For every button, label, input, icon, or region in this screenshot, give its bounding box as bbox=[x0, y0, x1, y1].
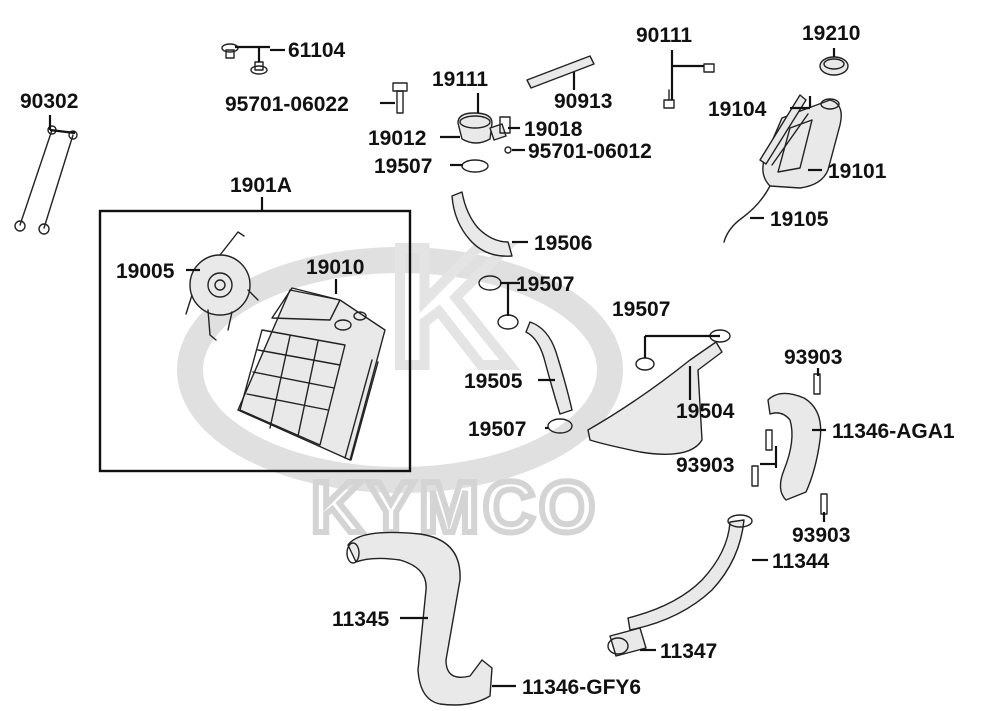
hose-drawing-19505 bbox=[525, 321, 573, 415]
reservoir-hose-drawing bbox=[723, 185, 771, 243]
thermostat-housing-drawing bbox=[457, 112, 512, 154]
part-label-19504[interactable]: 19504 bbox=[676, 400, 735, 423]
part-label-19105[interactable]: 19105 bbox=[770, 208, 829, 231]
part-label-11346-aga1[interactable]: 11346-AGA1 bbox=[832, 420, 955, 443]
pipe-drawing-11344 bbox=[627, 519, 745, 631]
part-label-19010[interactable]: 19010 bbox=[306, 256, 364, 279]
joint-drawing-11347 bbox=[607, 627, 647, 657]
part-label-19506[interactable]: 19506 bbox=[534, 232, 592, 255]
bolt-drawing-95701-06022 bbox=[392, 82, 408, 114]
screw-drawing-90111 bbox=[663, 63, 715, 109]
part-label-19101[interactable]: 19101 bbox=[828, 160, 887, 183]
watermark-brand-text: KYMCO bbox=[311, 468, 599, 548]
cooling-fan-drawing bbox=[185, 231, 259, 341]
part-label-19507-middle[interactable]: 19507 bbox=[516, 273, 574, 296]
radiator-drawing bbox=[237, 287, 386, 461]
group-label-1901a: 1901A bbox=[230, 174, 292, 197]
part-label-11344[interactable]: 11344 bbox=[772, 550, 830, 573]
part-label-95701-06022[interactable]: 95701-06022 bbox=[225, 93, 349, 116]
part-label-19507-top[interactable]: 19507 bbox=[374, 155, 432, 178]
radiator-assembly-box bbox=[98, 209, 412, 473]
hose-clamp-drawing-d bbox=[547, 418, 573, 434]
hose-drawing-11345 bbox=[347, 531, 493, 706]
part-label-11346-gfy6[interactable]: 11346-GFY6 bbox=[522, 676, 641, 699]
part-label-93903-middle[interactable]: 93903 bbox=[676, 454, 734, 477]
part-label-19507-lower[interactable]: 19507 bbox=[468, 418, 526, 441]
part-label-19005[interactable]: 19005 bbox=[116, 260, 175, 283]
strap-drawing bbox=[14, 125, 78, 235]
part-label-19111[interactable]: 19111 bbox=[432, 68, 488, 91]
part-label-61104[interactable]: 61104 bbox=[288, 39, 346, 62]
part-label-19507-right[interactable]: 19507 bbox=[612, 298, 670, 321]
hose-clamp-drawing-e bbox=[635, 357, 655, 371]
part-label-19505[interactable]: 19505 bbox=[464, 370, 523, 393]
kymco-watermark: K KYMCO bbox=[177, 207, 623, 551]
y-hose-drawing-19504 bbox=[587, 341, 723, 455]
hose-clamp-drawing-a bbox=[461, 159, 489, 173]
part-label-11345[interactable]: 11345 bbox=[332, 608, 390, 631]
overflow-tube-drawing bbox=[526, 55, 595, 89]
hose-drawing-19506 bbox=[451, 191, 513, 257]
part-label-19012[interactable]: 19012 bbox=[368, 127, 426, 150]
part-label-19104[interactable]: 19104 bbox=[708, 98, 767, 121]
elbow-drawing-11346-aga1 bbox=[767, 392, 822, 501]
part-label-95701-06012[interactable]: 95701-06012 bbox=[528, 140, 652, 163]
watermark-ring bbox=[177, 247, 623, 493]
clip-drawing bbox=[221, 43, 268, 75]
part-label-90913[interactable]: 90913 bbox=[554, 90, 612, 113]
part-label-93903-bottom[interactable]: 93903 bbox=[792, 524, 850, 547]
part-label-11347[interactable]: 11347 bbox=[660, 640, 717, 663]
part-label-90302[interactable]: 90302 bbox=[20, 90, 78, 113]
leader-lines bbox=[48, 45, 836, 688]
part-label-19210[interactable]: 19210 bbox=[802, 22, 860, 45]
part-label-90111[interactable]: 90111 bbox=[636, 24, 692, 47]
reservoir-tank-drawing bbox=[759, 94, 842, 189]
part-label-19018[interactable]: 19018 bbox=[524, 118, 583, 141]
part-label-93903-top[interactable]: 93903 bbox=[784, 346, 842, 369]
reservoir-cap-drawing bbox=[819, 56, 849, 76]
